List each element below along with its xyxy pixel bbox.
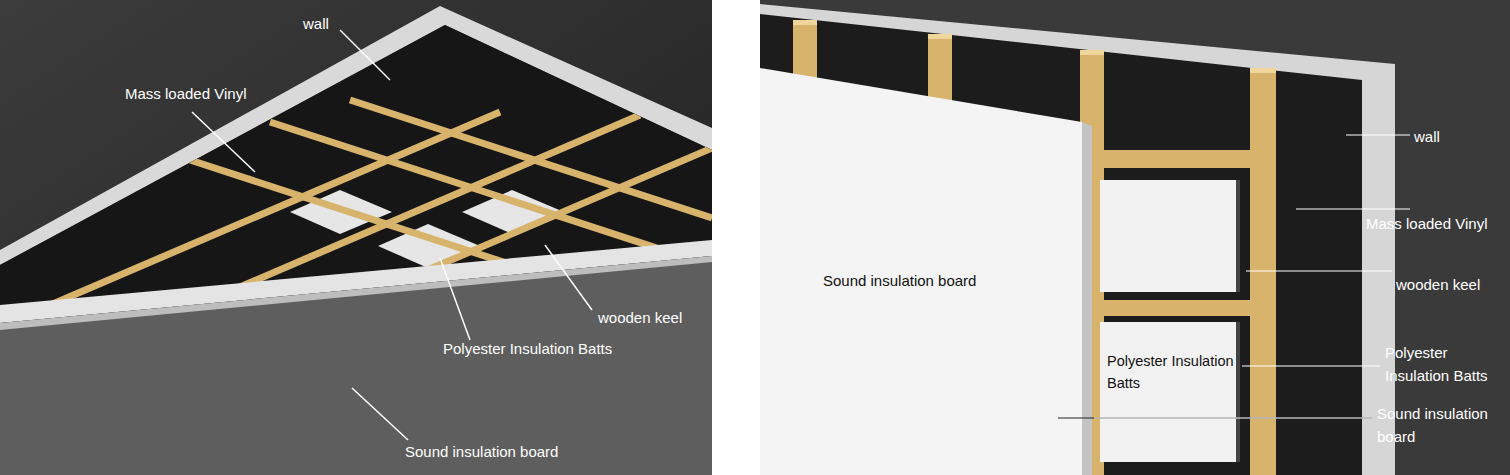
part-label: Sound insulation board [1377, 402, 1502, 449]
leader-lines [192, 30, 592, 440]
insulation-batt [1100, 322, 1238, 462]
leader-line [1094, 417, 1372, 418]
part-label: Polyester Insulation Batts [1385, 341, 1503, 388]
leader-line [1058, 417, 1372, 418]
part-label: Mass loaded Vinyl [125, 82, 246, 105]
part-label: wall [303, 12, 329, 35]
part-label: wall [1414, 125, 1440, 148]
background [0, 0, 712, 475]
insulation-board [760, 68, 1082, 475]
leader-lines [1242, 135, 1410, 366]
gap [712, 0, 760, 475]
batt-edge [1236, 322, 1240, 462]
batt-edge [1236, 180, 1240, 292]
wall-panel [760, 4, 1395, 475]
part-label: Polyester Insulation Batts [1107, 350, 1235, 395]
insulation-batt [1100, 180, 1238, 292]
part-label: Mass loaded Vinyl [1366, 212, 1487, 235]
vinyl-layer [760, 14, 1362, 475]
lower-wall [0, 256, 712, 475]
part-label: Polyester Insulation Batts [443, 337, 612, 360]
part-label: Sound insulation board [405, 440, 558, 463]
part-label: Sound insulation board [823, 269, 976, 292]
part-label: wooden keel [1396, 273, 1480, 296]
board-edge [1082, 122, 1092, 475]
background [760, 0, 1510, 475]
board-edge [0, 256, 712, 330]
part-label: wooden keel [598, 306, 682, 329]
